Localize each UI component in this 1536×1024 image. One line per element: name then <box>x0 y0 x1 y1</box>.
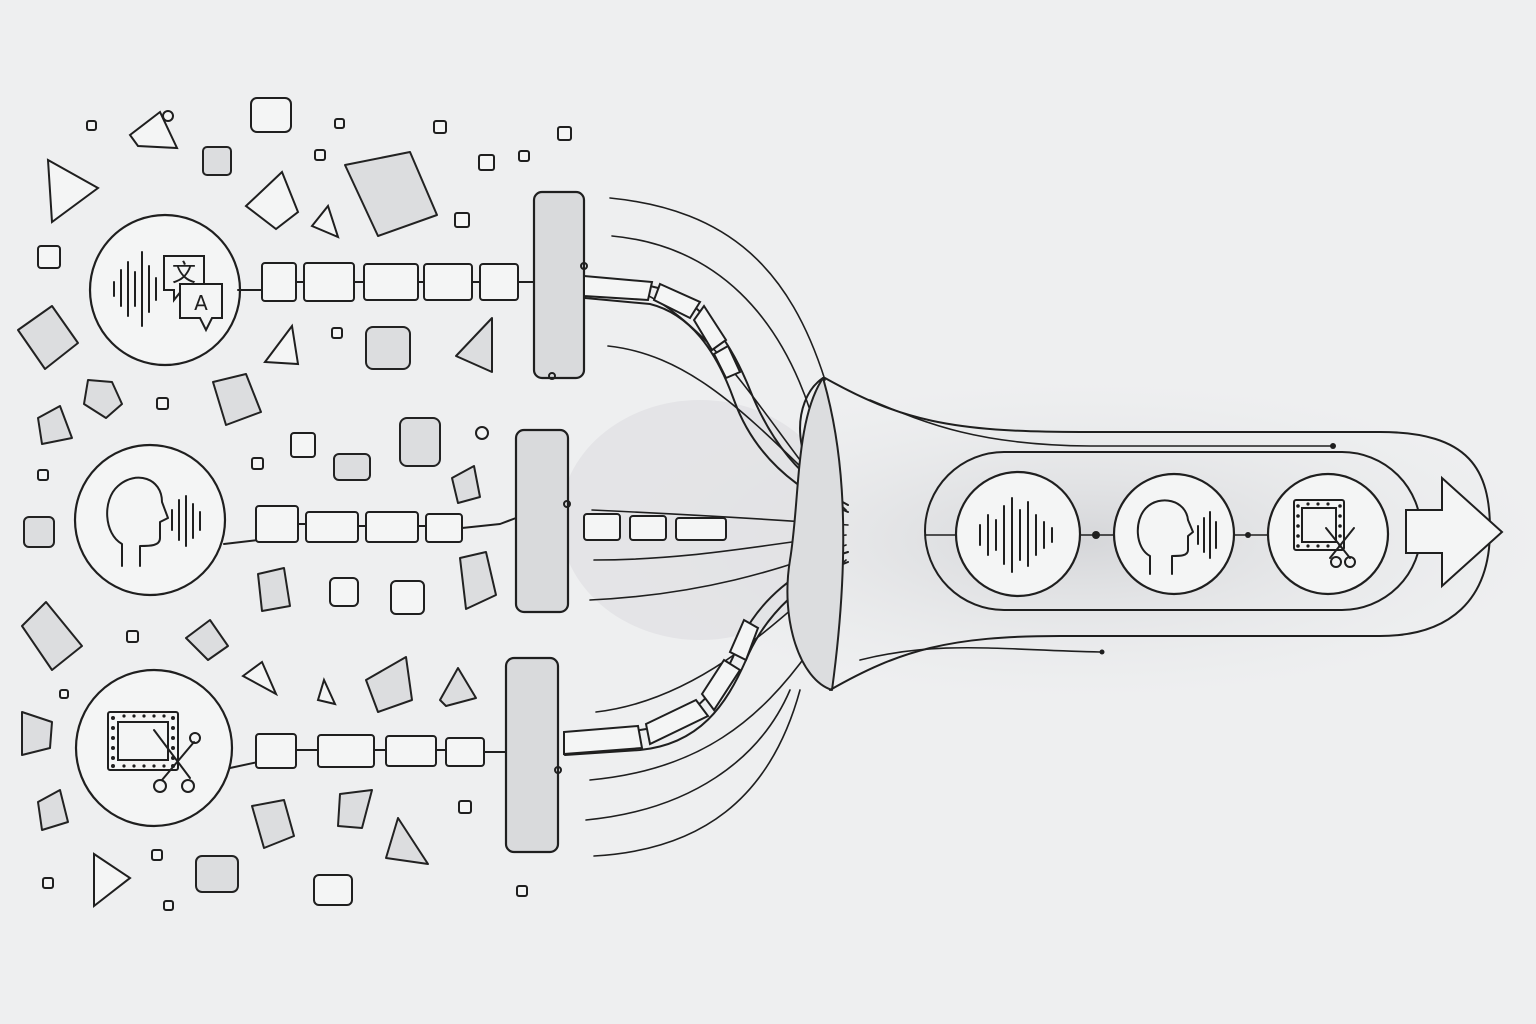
tube-segments <box>563 274 760 756</box>
tube-lower-dot <box>1099 649 1105 655</box>
waveform-icon <box>113 251 157 327</box>
arrow-right-icon <box>1405 475 1504 589</box>
capsule-dot-2 <box>1245 532 1251 538</box>
gate-bar <box>514 428 570 614</box>
scattered-fragments <box>17 97 572 911</box>
funnel-mouth <box>786 377 845 691</box>
head-profile-icon <box>106 476 169 567</box>
tube-inner-dot <box>1330 443 1336 449</box>
input-video-edit <box>74 656 562 854</box>
head-profile-icon <box>1136 499 1194 575</box>
svg-text:A: A <box>194 291 208 315</box>
output-voice <box>1112 472 1236 596</box>
gate-bar <box>532 190 586 380</box>
chain-links <box>255 505 517 543</box>
waveform-icon <box>1197 511 1217 559</box>
tube-lower-line <box>859 646 1101 661</box>
capsule-dot-1 <box>1092 531 1100 539</box>
translate-icon: 文 A <box>163 255 223 333</box>
film-scissors-icon <box>1293 499 1356 568</box>
tube-inner-line <box>869 399 1333 447</box>
waveform-icon <box>979 497 1053 573</box>
input-translate: 文 A <box>88 190 588 380</box>
svg-text:文: 文 <box>172 259 196 287</box>
gate-bar <box>504 656 560 854</box>
input-voice <box>73 428 727 614</box>
output-video-edit <box>1266 472 1390 596</box>
chain-links <box>261 262 535 302</box>
waveform-icon <box>171 495 201 547</box>
scissors-icon <box>153 729 201 793</box>
chain-links <box>255 733 507 769</box>
output-waveform <box>954 470 1082 598</box>
film-frame-icon <box>107 711 179 771</box>
